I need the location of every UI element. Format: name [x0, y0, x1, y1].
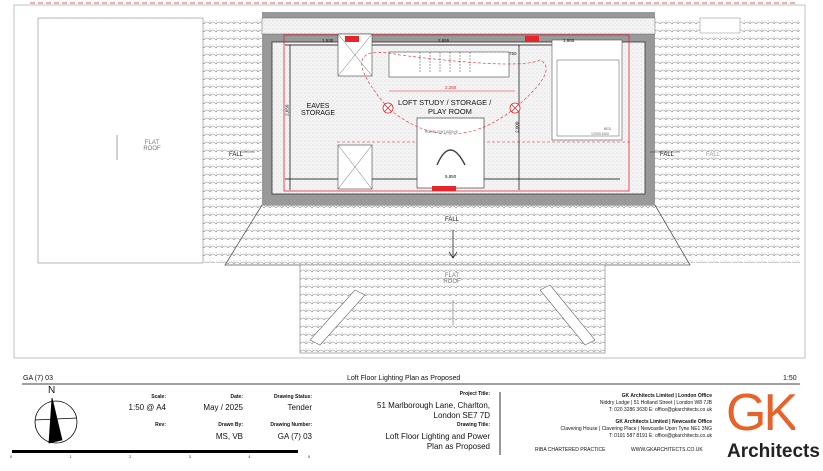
dimension-label: 2,250	[445, 85, 457, 90]
ceiling-light-icon	[509, 102, 521, 114]
riba-label: RIBA CHARTERED PRACTICE	[535, 447, 606, 453]
drawn-value: MS, VB	[215, 432, 243, 441]
date-value: May / 2025	[203, 403, 243, 412]
london-office-address: Niddry Lodge | 51 Holland Street | Londo…	[599, 400, 712, 406]
project-title: 51 Marlborough Lane, Charlton,	[377, 401, 490, 410]
status-value: Tender	[287, 403, 312, 412]
dimension-label: 2,650	[284, 104, 290, 116]
fall-label: FALL	[706, 152, 721, 158]
drawn-label: Drawn By:	[218, 422, 243, 428]
room-label-eaves: EAVES STORAGE	[300, 103, 336, 117]
newcastle-office-heading: GK Architects Limited | Newcastle Office	[615, 419, 712, 425]
london-office-heading: GK Architects Limited | London Office	[621, 393, 712, 399]
bed-size: 1200X1900	[591, 132, 609, 136]
website-link[interactable]: WWW.GKARCHITECTS.CO.UK	[631, 447, 703, 453]
socket-icon	[345, 36, 539, 191]
dimension-label: 5,850	[445, 174, 457, 179]
dimension-label: 1,665	[563, 38, 575, 43]
fall-label: FALL	[445, 217, 460, 223]
flat-roof-left	[37, 17, 204, 264]
company-logo: GK	[726, 387, 796, 439]
newcastle-office-contact: T: 0191 587 8191 E: office@gkarchitects.…	[608, 433, 712, 439]
project-title-2: London SE7 7D	[433, 411, 491, 420]
staircase	[388, 51, 510, 78]
drawing-name: Loft Floor Lighting Plan as Proposed	[347, 375, 461, 382]
drawing-title-label: Drawing Title:	[457, 422, 490, 428]
company-logo-word: Architects	[727, 441, 820, 462]
rooflight-label: ROOFLIGHT ABOVE	[425, 130, 459, 134]
number-value: GA (7) 03	[277, 432, 312, 441]
scale-bar	[12, 450, 298, 453]
dimension-label: 1,530	[322, 38, 334, 43]
fall-arrow-icon	[448, 230, 458, 259]
north-label: N	[48, 385, 56, 396]
number-label: Drawing Number:	[270, 422, 312, 428]
dimension-label: 2,000	[514, 121, 520, 133]
rooflight	[416, 117, 485, 189]
bed-label: BED	[604, 127, 612, 131]
rev-label: Rev:	[155, 422, 166, 428]
london-office-contact: T: 020 3286 3630 E: office@gkarchitects.…	[608, 407, 712, 413]
dimension-label: 2,655	[438, 38, 450, 43]
status-label: Drawing Status:	[273, 394, 312, 400]
dormer-roof	[224, 204, 691, 266]
dimension-label: 750	[509, 51, 517, 56]
fall-label: FALL	[660, 152, 675, 158]
drawing-ref: GA (7) 03	[23, 375, 53, 382]
fall-label: FALL	[229, 152, 244, 158]
project-label: Project Title:	[459, 391, 490, 397]
newcastle-office-address: Clavering House | Clavering Place | Newc…	[560, 426, 712, 432]
flat-roof-label-lower: FLAT ROOF	[443, 273, 461, 285]
room-label-loft-2: PLAY ROOM	[428, 107, 472, 116]
drawing-title: Loft Floor Lighting and Power	[385, 432, 490, 441]
scale-value: 1:50 @ A4	[128, 403, 166, 412]
north-arrow-icon	[34, 397, 78, 444]
drawing-scale: 1:50	[783, 375, 797, 382]
flat-roof-label: FLAT ROOF	[143, 140, 161, 152]
scale-label: Scale:	[151, 394, 166, 400]
drawing-frame	[13, 4, 806, 359]
room-label-loft: LOFT STUDY / STORAGE /	[398, 98, 492, 107]
drawing-title-2: Plan as Proposed	[426, 442, 490, 451]
date-label: Date:	[230, 394, 243, 400]
ceiling-light-icon	[382, 102, 394, 114]
